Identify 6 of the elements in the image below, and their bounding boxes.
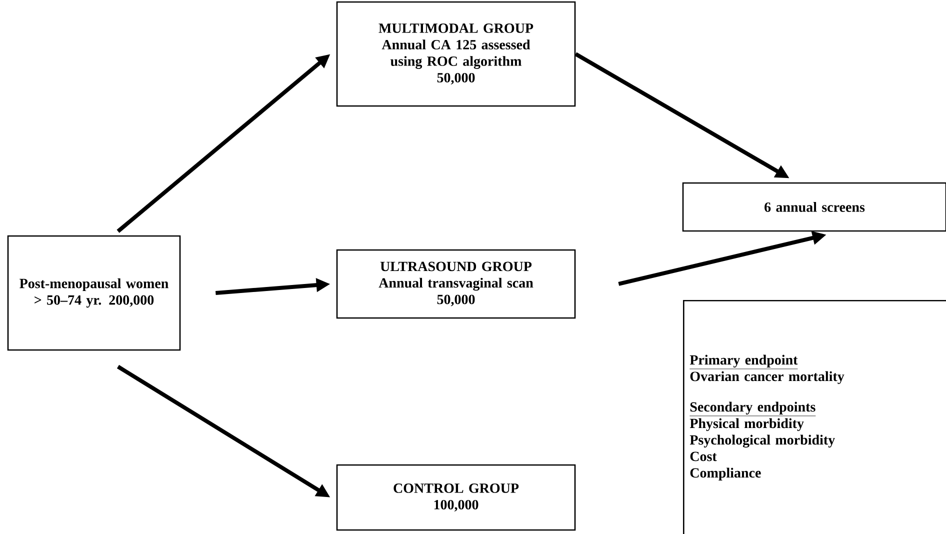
endpoints-box: Primary endpoint Ovarian cancer mortality Secondary endpoints Physical morbidity Psychological morbidity Cost Compliance xyxy=(683,300,946,534)
group-box: MULTIMODAL GROUP Annual CA 125 assessed using ROC algorithm 50,000 xyxy=(336,1,576,107)
source-box: Post-menopausal women > 50–74 yr. 200,000 xyxy=(7,235,181,351)
group-box: ULTRASOUND GROUP Annual transvaginal scan 50,000 xyxy=(336,249,576,319)
group-box: CONTROL GROUP 100,000 xyxy=(336,464,576,531)
result-box: 6 annual screens xyxy=(682,182,946,232)
